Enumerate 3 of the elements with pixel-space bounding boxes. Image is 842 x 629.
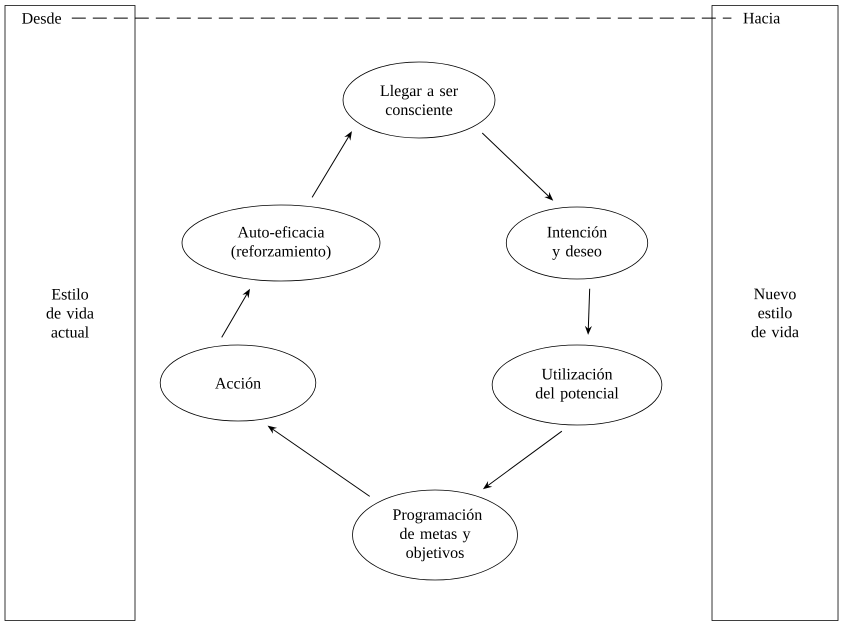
from-label: Desde bbox=[22, 12, 62, 24]
to-label: Hacia bbox=[743, 12, 780, 24]
dashed-line bbox=[71, 18, 732, 19]
